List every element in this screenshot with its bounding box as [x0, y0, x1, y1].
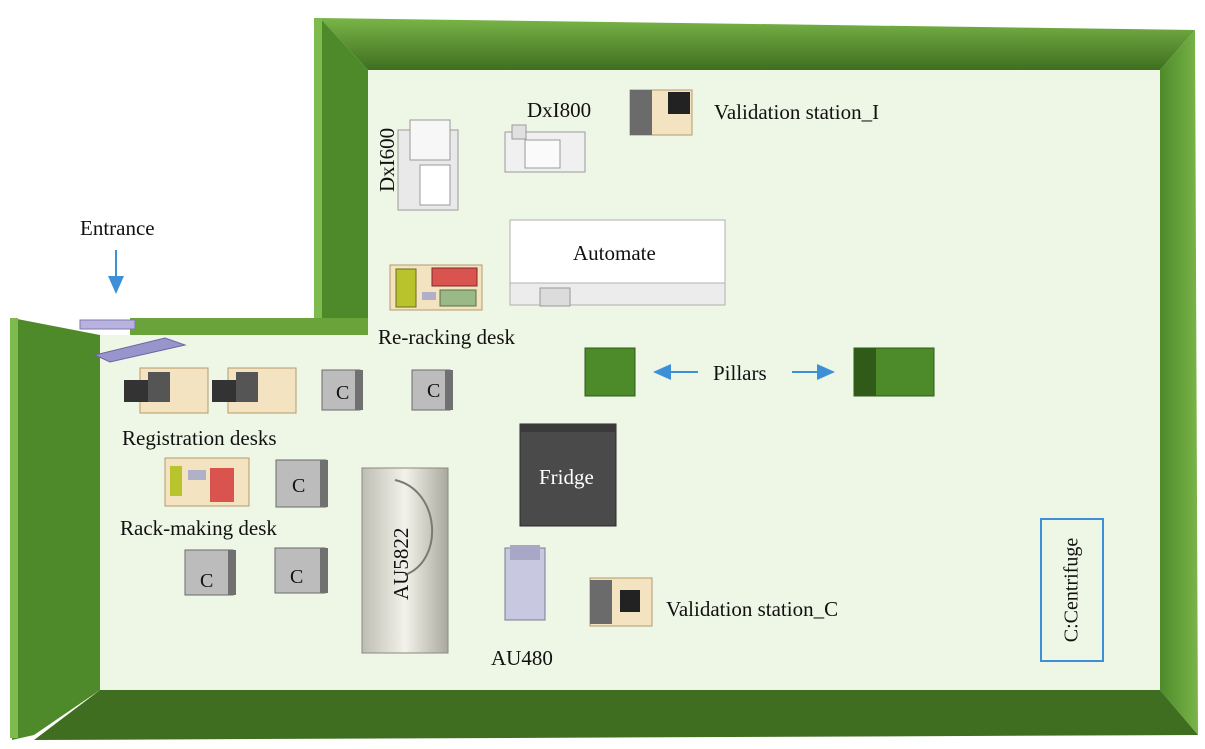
- au480-label: AU480: [491, 646, 553, 670]
- validation-station-c: [589, 577, 653, 627]
- entrance-door: [79, 319, 187, 363]
- centrifuge-4-letter: C: [200, 570, 214, 592]
- au5822-instrument: [361, 467, 449, 654]
- centrifuge-2: [411, 369, 453, 411]
- centrifuge-2-letter: C: [427, 380, 441, 402]
- re-racking-desk: [389, 264, 483, 311]
- registration-desk-1: [124, 367, 209, 414]
- pillar-left: [584, 347, 636, 397]
- automate-label: Automate: [573, 241, 656, 265]
- validation-station-i-label: Validation station_I: [714, 100, 880, 124]
- centrifuge-3-letter: C: [292, 475, 306, 497]
- centrifuge-3: [275, 459, 328, 508]
- fridge: [519, 423, 617, 527]
- legend-box: C:Centrifuge: [1040, 518, 1104, 662]
- pillars-label: Pillars: [713, 361, 767, 385]
- rack-making-desk: [164, 457, 250, 507]
- walls: [10, 18, 1198, 740]
- fridge-label: Fridge: [539, 465, 594, 489]
- dxi800-label: DxI800: [527, 98, 592, 122]
- dxi800-instrument: [504, 124, 586, 173]
- au480-instrument: [504, 545, 546, 621]
- dxi600-instrument: [397, 119, 459, 211]
- centrifuge-1: [321, 369, 363, 411]
- registration-desk-2: [212, 367, 297, 414]
- centrifuge-4: [184, 549, 236, 596]
- re-racking-desk-label: Re-racking desk: [378, 325, 516, 349]
- pillar-right: [853, 347, 935, 397]
- validation-station-c-label: Validation station_C: [666, 597, 839, 621]
- centrifuge-5: [274, 547, 328, 594]
- validation-station-i: [629, 89, 693, 136]
- rack-making-desk-label: Rack-making desk: [120, 516, 277, 540]
- legend-text: C:Centrifuge: [1060, 537, 1083, 643]
- centrifuge-1-letter: C: [336, 382, 350, 404]
- automate-instrument: [509, 219, 726, 307]
- dxi600-label: DxI600: [375, 127, 399, 192]
- registration-desks-label: Registration desks: [122, 426, 277, 450]
- au5822-label: AU5822: [389, 527, 413, 600]
- centrifuge-5-letter: C: [290, 566, 304, 588]
- entrance-label: Entrance: [80, 216, 155, 240]
